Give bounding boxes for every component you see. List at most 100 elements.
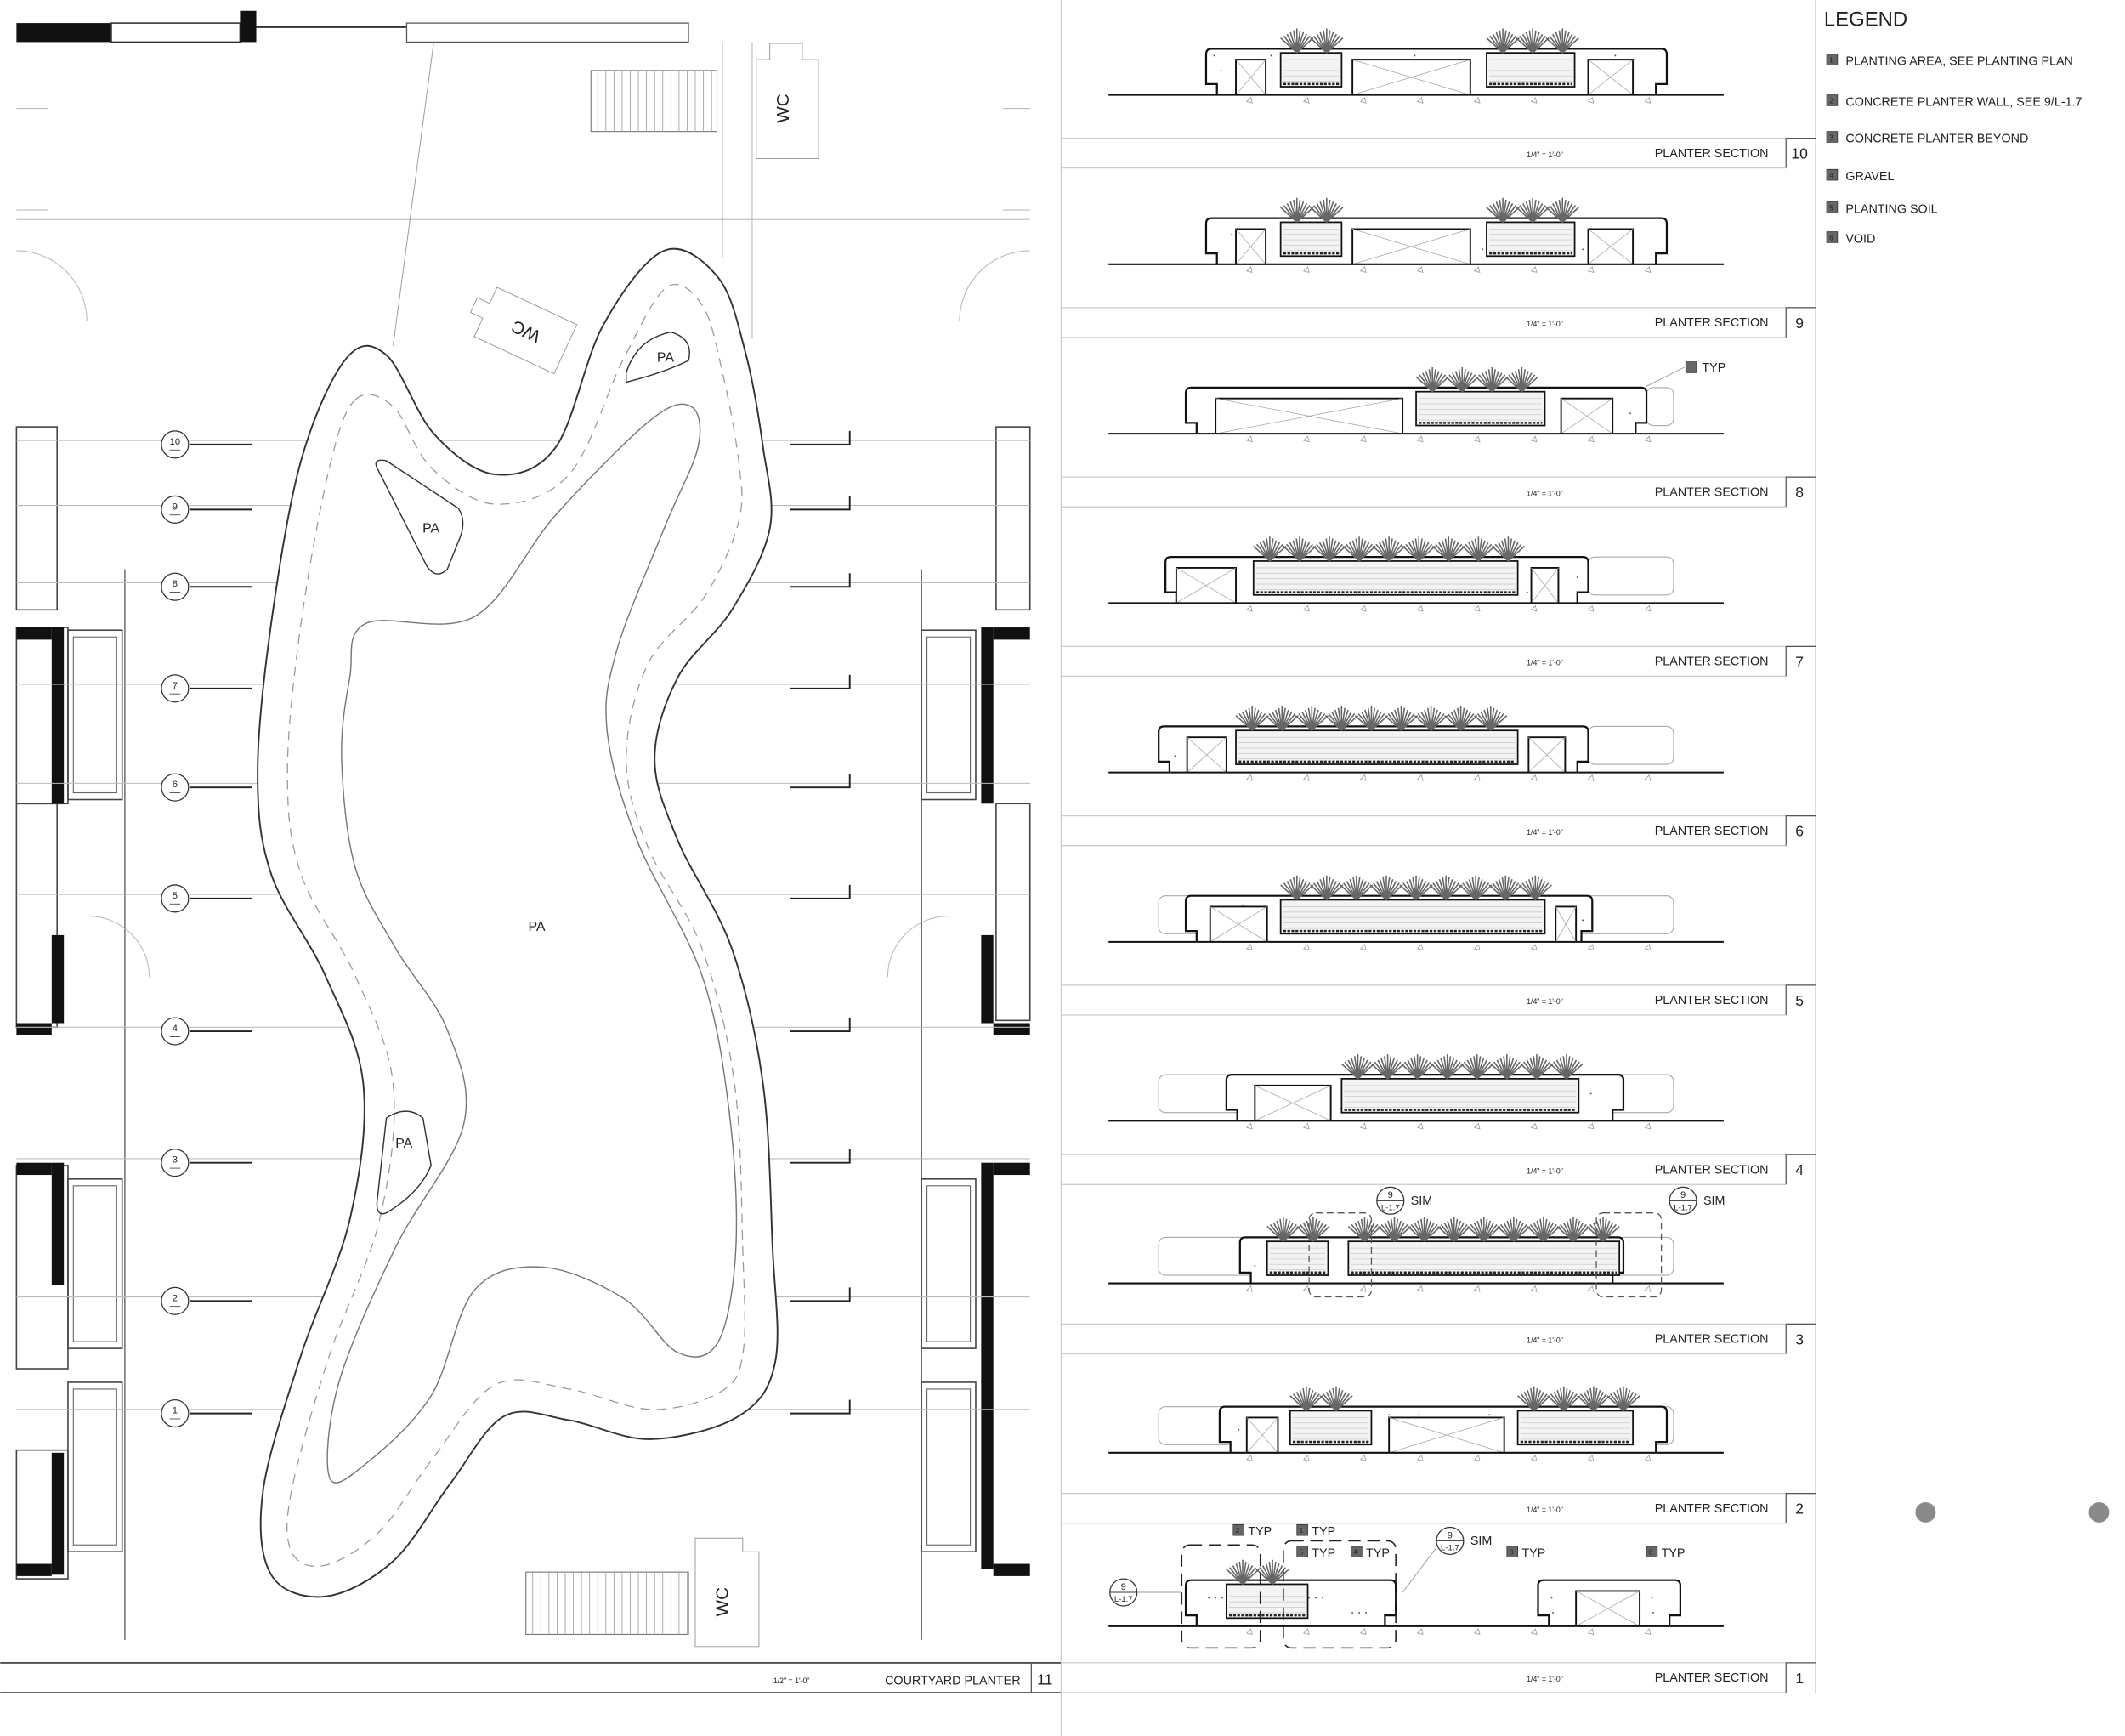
detail-callout[interactable]: 9 L-1.7 SIM bbox=[1402, 1526, 1492, 1593]
planting-area bbox=[1486, 197, 1579, 258]
plant bbox=[1296, 1217, 1330, 1242]
void bbox=[1388, 1416, 1505, 1454]
svg-text:6: 6 bbox=[1649, 1549, 1653, 1557]
svg-text:9: 9 bbox=[1388, 1190, 1393, 1200]
grid-marker-number: 7 bbox=[173, 681, 178, 691]
section-number: 8 bbox=[1795, 484, 1804, 501]
plant bbox=[1400, 1054, 1435, 1080]
svg-text:9: 9 bbox=[1448, 1530, 1453, 1540]
plant bbox=[1431, 1054, 1465, 1080]
plant bbox=[1255, 1559, 1289, 1586]
planter-inner-edge bbox=[326, 403, 738, 1484]
section-number: 6 bbox=[1795, 823, 1804, 840]
plant bbox=[1310, 197, 1344, 224]
plant bbox=[1280, 28, 1314, 54]
plant bbox=[1486, 28, 1520, 54]
svg-text:1: 1 bbox=[1300, 1527, 1304, 1535]
wc-label: WC bbox=[712, 1587, 732, 1617]
svg-text:TYP: TYP bbox=[1366, 1547, 1390, 1561]
plant bbox=[1497, 1217, 1531, 1242]
plan-scale: 1/2" = 1'-0" bbox=[774, 1676, 810, 1685]
wc-middle: WC bbox=[469, 286, 578, 375]
plant bbox=[1431, 536, 1465, 562]
void bbox=[1587, 59, 1635, 95]
svg-text:SIM: SIM bbox=[1703, 1194, 1725, 1208]
void bbox=[1245, 1416, 1279, 1454]
svg-text:2: 2 bbox=[1236, 1527, 1240, 1535]
svg-text:L-1.7: L-1.7 bbox=[1114, 1595, 1133, 1604]
plant bbox=[1550, 1054, 1584, 1080]
legend-label: VOID bbox=[1845, 232, 1875, 246]
svg-text:6: 6 bbox=[1829, 234, 1833, 241]
detail-callout[interactable]: 9 L-1.7 SIM bbox=[1376, 1186, 1432, 1215]
section-number: 3 bbox=[1795, 1330, 1804, 1347]
plant bbox=[1399, 875, 1433, 901]
section-number: 7 bbox=[1795, 653, 1804, 670]
detail-callout[interactable]: 9 L-1.7 SIM bbox=[1669, 1186, 1725, 1215]
legend-title: LEGEND bbox=[1824, 8, 1907, 31]
plant bbox=[1520, 1054, 1554, 1080]
planter-beyond bbox=[1646, 387, 1674, 427]
section-title: PLANTER SECTION bbox=[1655, 1163, 1769, 1177]
svg-text:2: 2 bbox=[1829, 97, 1833, 105]
legend-label: CONCRETE PLANTER WALL, SEE 9/L-1.7 bbox=[1845, 95, 2082, 109]
section-title: PLANTER SECTION bbox=[1655, 485, 1769, 499]
planter-beyond bbox=[1587, 725, 1674, 765]
svg-text:4: 4 bbox=[1829, 172, 1833, 179]
legend-key-box bbox=[1685, 361, 1697, 373]
svg-text:TYP: TYP bbox=[1248, 1525, 1272, 1539]
pa-label: PA bbox=[657, 351, 674, 366]
courtyard-walls bbox=[15, 426, 1031, 1640]
section-number: 2 bbox=[1795, 1501, 1804, 1518]
plant bbox=[1577, 1386, 1611, 1412]
plant bbox=[1402, 536, 1436, 562]
planter-outline bbox=[257, 247, 779, 1598]
plant bbox=[1384, 706, 1419, 731]
wc-label: WC bbox=[774, 94, 793, 123]
planter-dashed-edge bbox=[286, 283, 745, 1568]
svg-text:L-1.7: L-1.7 bbox=[1674, 1204, 1692, 1213]
section-scale: 1/4" = 1'-0" bbox=[1527, 1506, 1563, 1514]
svg-text:TYP: TYP bbox=[1662, 1547, 1686, 1561]
detail-callout[interactable]: 9 L-1.7 bbox=[1109, 1578, 1182, 1607]
svg-text:9: 9 bbox=[1680, 1190, 1686, 1200]
grid-marker: 10 bbox=[16, 430, 1030, 459]
plant bbox=[1312, 536, 1346, 562]
plant bbox=[1474, 706, 1508, 731]
pa-label: PA bbox=[422, 521, 439, 536]
section-number: 5 bbox=[1795, 992, 1804, 1009]
plant bbox=[1518, 875, 1552, 901]
void bbox=[1352, 59, 1471, 95]
plant bbox=[1475, 366, 1509, 393]
section-scale: 1/4" = 1'-0" bbox=[1527, 150, 1563, 159]
plant bbox=[1491, 536, 1526, 562]
planting-area bbox=[1279, 875, 1552, 935]
plant bbox=[1516, 28, 1550, 54]
plant bbox=[1354, 706, 1389, 731]
section-title: PLANTER SECTION bbox=[1655, 655, 1769, 669]
section-scale: 1/4" = 1'-0" bbox=[1527, 659, 1563, 667]
planting-islands: PA PA PA PA bbox=[375, 331, 690, 1215]
void bbox=[1215, 397, 1404, 434]
plant bbox=[1347, 1217, 1382, 1242]
plant bbox=[1504, 366, 1539, 393]
plant bbox=[1556, 1217, 1590, 1242]
legend-item: 2 CONCRETE PLANTER WALL, SEE 9/L-1.7 bbox=[1826, 94, 2082, 109]
svg-text:L-1.7: L-1.7 bbox=[1381, 1204, 1400, 1213]
plant bbox=[1547, 1386, 1581, 1412]
plant bbox=[1459, 875, 1493, 901]
plant bbox=[1340, 875, 1374, 901]
planting-area bbox=[1279, 28, 1344, 88]
bench bbox=[525, 1571, 689, 1636]
svg-text:TYP: TYP bbox=[1312, 1525, 1335, 1539]
void bbox=[1560, 397, 1614, 434]
grid-marker-number: 10 bbox=[170, 437, 180, 447]
